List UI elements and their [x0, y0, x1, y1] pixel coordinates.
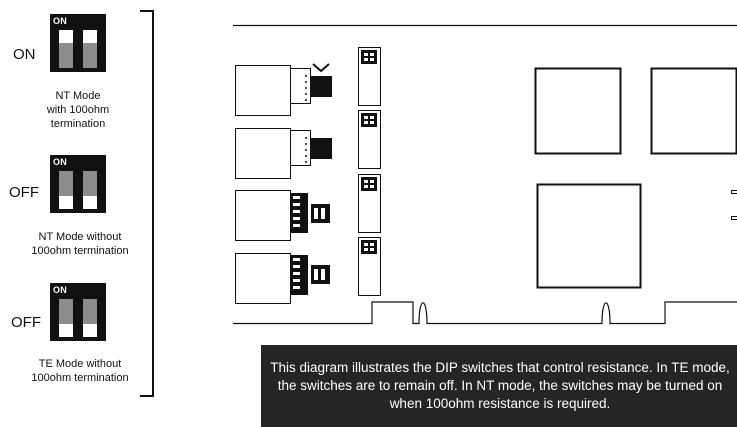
switch-slot-2 — [83, 299, 97, 337]
switch-on-marker: ON — [53, 157, 67, 167]
state-label-off-nt: OFF — [9, 184, 39, 201]
switch-on-marker: ON — [53, 285, 67, 295]
dip-block-4 — [290, 255, 330, 295]
circuit-board-diagram — [233, 24, 737, 325]
dip-switch-off-nt: ON — [50, 155, 106, 213]
switch-slot-2 — [83, 30, 97, 68]
state-label-on: ON — [13, 46, 36, 63]
caption-nt-with: NT Mode with 100ohm termination — [46, 90, 110, 130]
module-4 — [358, 237, 381, 296]
switch-on-marker: ON — [53, 16, 67, 26]
chip-3 — [536, 183, 642, 289]
component-1 — [311, 76, 332, 97]
switch-slot-1 — [59, 171, 73, 209]
info-note-text: This diagram illustrates the DIP switche… — [270, 360, 730, 411]
module-3 — [358, 174, 381, 233]
grouping-bracket — [140, 10, 154, 397]
caption-te-without: TE Mode without 100ohm termination — [31, 358, 129, 384]
caption-nt-without: NT Mode without 100ohm termination — [31, 231, 129, 257]
dip-block-3 — [290, 193, 330, 233]
port-4 — [235, 253, 291, 304]
switch-slot-1 — [59, 299, 73, 337]
port-2 — [235, 128, 291, 179]
info-note: This diagram illustrates the DIP switche… — [261, 345, 737, 427]
module-1 — [358, 47, 381, 106]
port-3 — [235, 190, 291, 241]
port-1 — [235, 65, 291, 116]
switch-slot-1 — [59, 30, 73, 68]
chip-1 — [534, 67, 622, 155]
dip-switch-on: ON — [50, 14, 106, 72]
dip-switch-off-te: ON — [50, 283, 106, 341]
switch-slot-2 — [83, 171, 97, 209]
component-2 — [311, 138, 332, 159]
module-2 — [358, 110, 381, 169]
chip-2 — [650, 67, 737, 155]
check-mark-icon — [312, 63, 330, 73]
state-label-off-te: OFF — [11, 314, 41, 331]
